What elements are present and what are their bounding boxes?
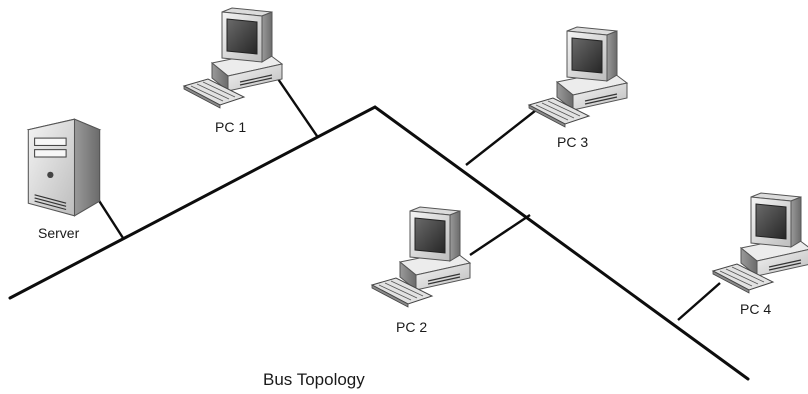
pc3-drop-line bbox=[465, 106, 541, 166]
server-drop-line bbox=[94, 195, 125, 239]
pc2-node bbox=[371, 206, 471, 308]
pc1-drop-line bbox=[275, 75, 318, 137]
pc4-label: PC 4 bbox=[740, 301, 771, 317]
server-node bbox=[27, 118, 101, 217]
pc3-label: PC 3 bbox=[557, 134, 588, 150]
pc2-drop-line bbox=[469, 214, 531, 256]
pc3-node bbox=[528, 26, 628, 128]
desktop-computer-icon bbox=[183, 7, 283, 109]
bus-backbone bbox=[8, 105, 750, 381]
pc2-label: PC 2 bbox=[396, 319, 427, 335]
desktop-computer-icon bbox=[528, 26, 628, 128]
pc4-node bbox=[712, 192, 808, 294]
desktop-computer-icon bbox=[712, 192, 808, 294]
pc1-label: PC 1 bbox=[215, 119, 246, 135]
server-label: Server bbox=[38, 225, 80, 241]
desktop-computer-icon bbox=[371, 206, 471, 308]
pc1-node bbox=[183, 7, 283, 109]
diagram-title: Bus Topology bbox=[263, 370, 365, 389]
pc4-drop-line bbox=[677, 282, 721, 321]
server-tower-icon bbox=[27, 118, 101, 217]
